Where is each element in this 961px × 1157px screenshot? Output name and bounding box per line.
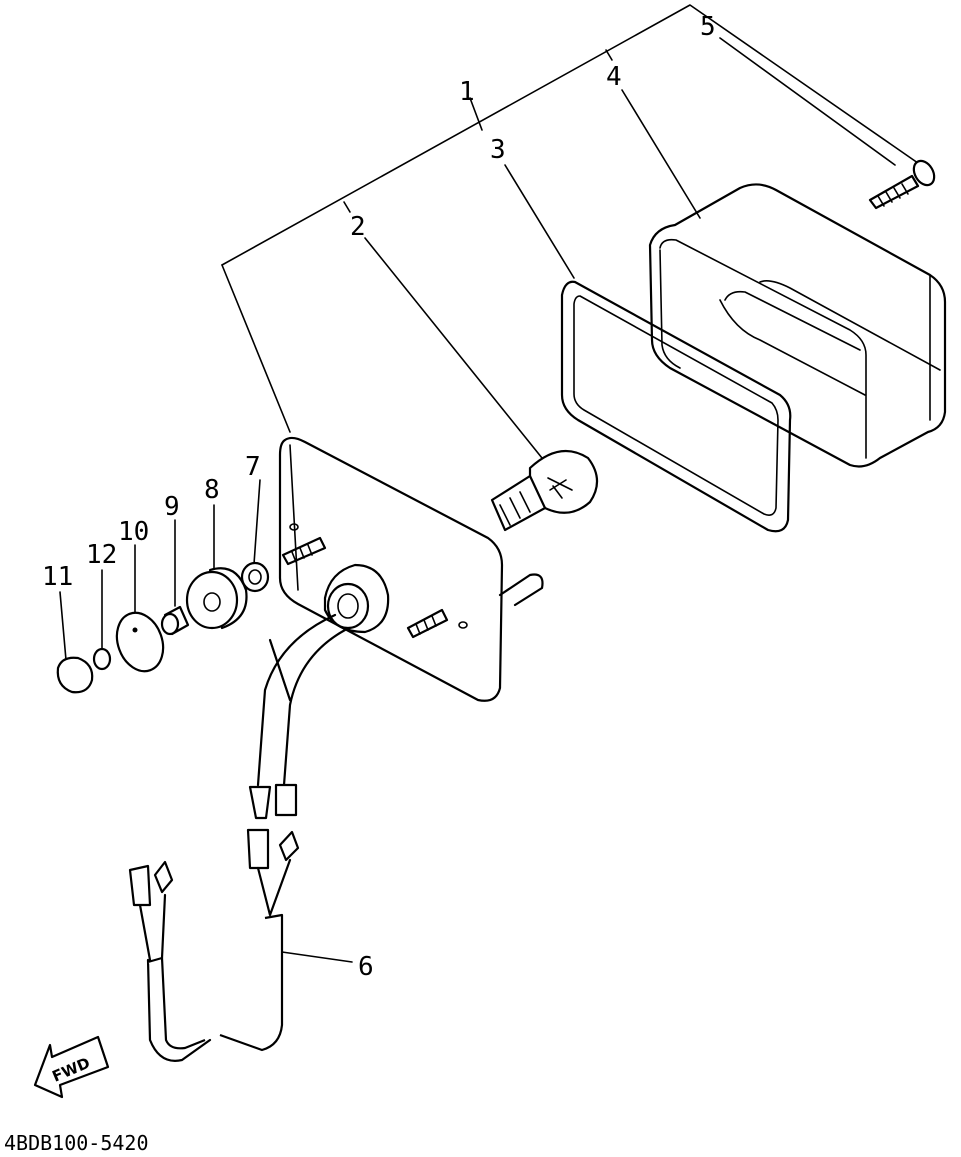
part-code: 4BDB100-5420: [4, 1131, 149, 1155]
gasket-part-3: [560, 280, 792, 533]
callout-12: 12: [86, 540, 117, 570]
nut-part-11: [56, 656, 94, 694]
callout-1: 1: [459, 77, 475, 107]
leader-lines: [59, 4, 929, 963]
callout-3: 3: [490, 135, 506, 165]
callout-labels: 1 2 3 4 5 6 7 8 9 10 11 12: [42, 12, 716, 982]
plate-washer-part-10: [115, 611, 165, 673]
base-plate-part-1: [278, 436, 544, 702]
callout-6: 6: [358, 952, 374, 982]
collar-part-9: [160, 605, 190, 636]
callout-4: 4: [606, 62, 622, 92]
forward-direction-arrow: FWD: [33, 1035, 110, 1099]
callout-5: 5: [700, 12, 716, 42]
callout-8: 8: [204, 475, 220, 505]
callout-10: 10: [118, 517, 149, 547]
callout-2: 2: [350, 212, 366, 242]
callout-11: 11: [42, 562, 73, 592]
lock-washer-part-12: [92, 647, 112, 671]
wire-harness-part-6: [128, 613, 347, 1062]
grommet-part-8: [185, 567, 248, 630]
callout-7: 7: [245, 452, 261, 482]
washer-part-7: [240, 561, 270, 593]
screw-part-5: [868, 159, 936, 210]
callout-9: 9: [164, 492, 180, 522]
bulb-part-2: [490, 449, 599, 532]
lens-housing-part-4: [648, 183, 947, 468]
